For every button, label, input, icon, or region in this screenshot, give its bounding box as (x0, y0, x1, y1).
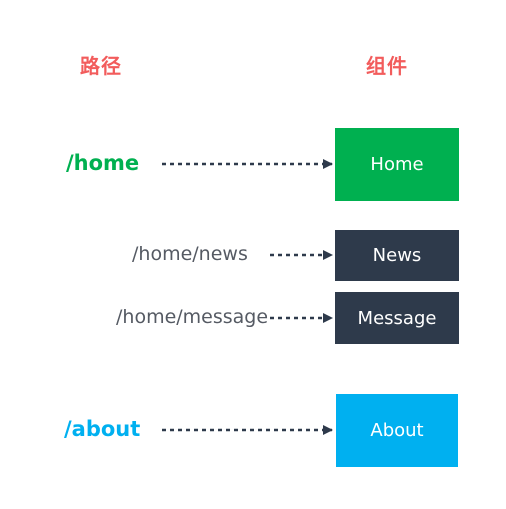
component-label-about: About (370, 420, 424, 441)
component-box-home: Home (335, 128, 459, 201)
component-column-header: 组件 (366, 54, 408, 78)
route-path-home-news: /home/news (132, 243, 248, 265)
route-path-home-message: /home/message (116, 306, 269, 328)
component-label-message: Message (357, 307, 437, 329)
component-box-news: News (335, 230, 459, 281)
route-path-about: /about (64, 417, 141, 441)
route-path-home: /home (66, 151, 140, 175)
path-column-header: 路径 (80, 54, 122, 78)
component-box-about: About (336, 394, 458, 467)
component-label-home: Home (370, 154, 424, 175)
component-box-message: Message (335, 292, 459, 344)
component-label-news: News (372, 245, 422, 266)
